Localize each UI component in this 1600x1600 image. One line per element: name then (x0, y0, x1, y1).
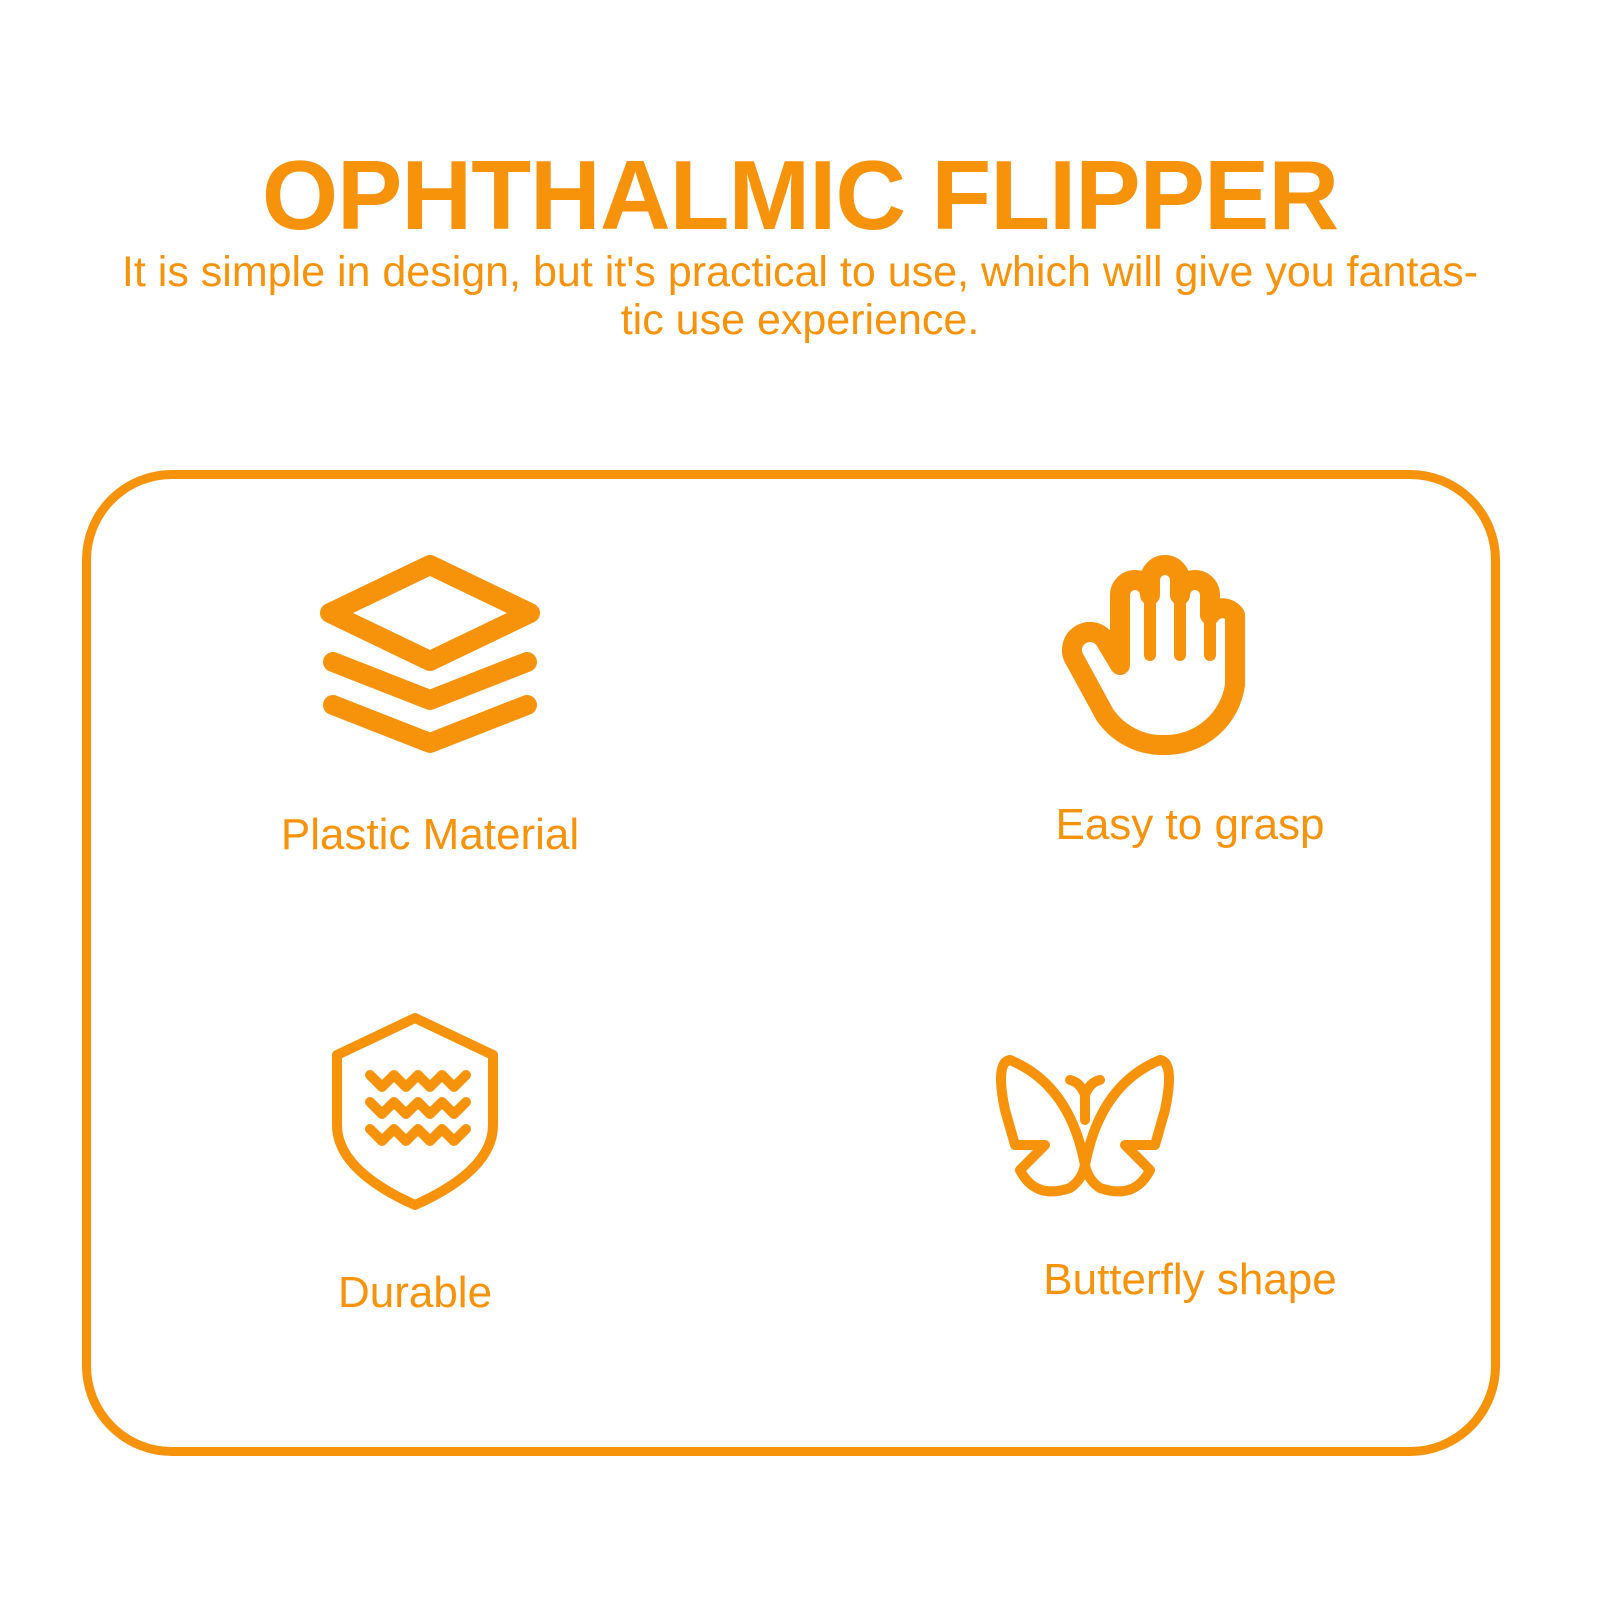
feature-label: Plastic Material (280, 810, 580, 859)
page-subtitle: It is simple in design, but it's practic… (70, 248, 1530, 344)
page-title: OPHTHALMIC FLIPPER (261, 140, 1339, 250)
feature-label: Butterfly shape (1043, 1255, 1337, 1304)
layers-icon (320, 555, 540, 753)
feature-label: Durable (337, 1268, 493, 1317)
hand-icon (1061, 555, 1245, 755)
features-panel (82, 470, 1500, 1456)
shield-waves-icon (332, 1013, 498, 1210)
feature-plastic-material: Plastic Material (270, 555, 590, 860)
feature-label: Easy to grasp (1055, 800, 1325, 849)
feature-durable: Durable (255, 1010, 575, 1318)
feature-butterfly-shape: Butterfly shape (996, 1050, 1380, 1305)
subtitle-text: It is simple in design, but it's practic… (121, 248, 1479, 344)
butterfly-icon (996, 1055, 1174, 1197)
feature-easy-to-grasp: Easy to grasp (1000, 555, 1380, 850)
